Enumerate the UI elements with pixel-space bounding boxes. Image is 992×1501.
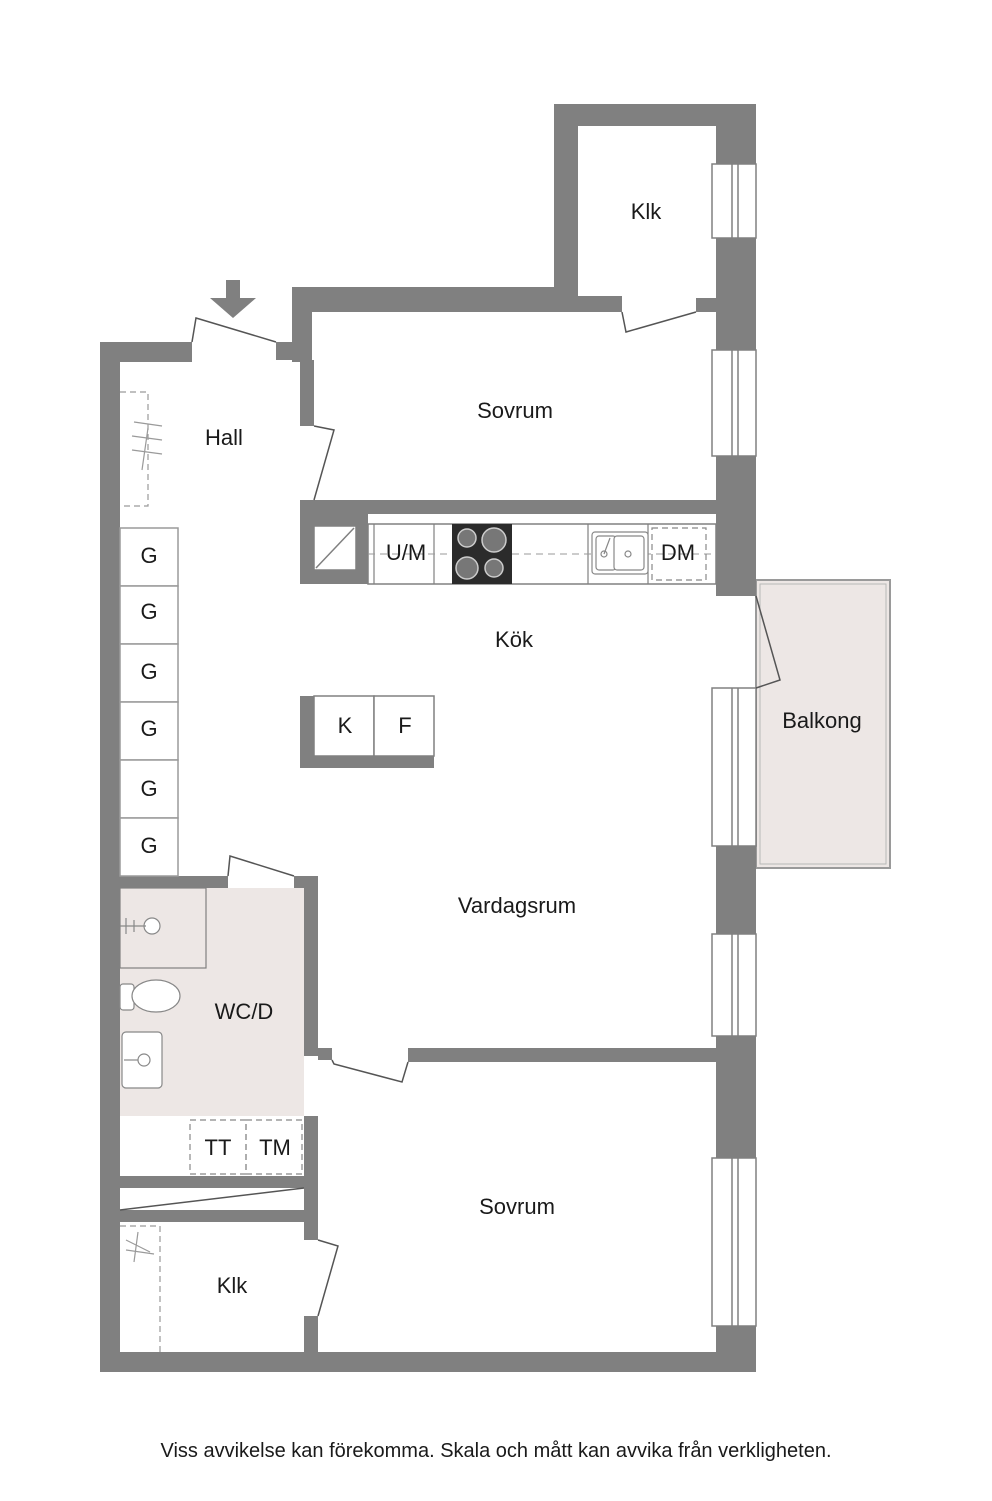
exterior-walls	[100, 104, 756, 1372]
wardrobe-label: G	[140, 833, 157, 858]
entrance-arrow-icon	[210, 280, 256, 318]
washbasin-icon	[121, 1031, 163, 1089]
tumble-dryer-label: TT	[205, 1135, 232, 1160]
room-label-living-room: Vardagsrum	[458, 893, 576, 918]
washer-dryer-label: U/M	[386, 540, 426, 565]
wardrobe-column	[119, 527, 179, 877]
fridge-label: K	[338, 713, 353, 738]
toilet-icon	[119, 979, 181, 1013]
room-label-closet-top: Klk	[631, 199, 663, 224]
laundry-machines	[189, 1119, 303, 1175]
dishwasher-label: DM	[661, 540, 695, 565]
closet-coat-rack	[120, 1225, 161, 1352]
wardrobe-label: G	[140, 659, 157, 684]
balcony-floor	[755, 579, 891, 869]
fridge-freezer	[313, 695, 435, 757]
wardrobe-label: G	[140, 716, 157, 741]
bathroom-fixtures	[119, 887, 207, 1089]
wardrobe-label: G	[140, 599, 157, 624]
sink-icon	[591, 531, 649, 575]
windows	[711, 163, 757, 1327]
room-label-hall: Hall	[205, 425, 243, 450]
room-label-kitchen: Kök	[495, 627, 534, 652]
interior-walls	[120, 296, 716, 1352]
room-label-bathroom: WC/D	[215, 999, 274, 1024]
room-label-balcony: Balkong	[782, 708, 862, 733]
stove-icon	[452, 524, 512, 584]
room-label-bedroom-top: Sovrum	[477, 398, 553, 423]
disclaimer-text: Viss avvikelse kan förekomma. Skala och …	[160, 1440, 832, 1462]
freezer-label: F	[398, 713, 411, 738]
room-label-closet-bottom: Klk	[217, 1273, 249, 1298]
hall-coat-rack	[120, 391, 163, 507]
kitchen-counter	[367, 523, 717, 585]
room-label-bedroom-bottom: Sovrum	[479, 1194, 555, 1219]
washing-machine-label: TM	[259, 1135, 291, 1160]
wardrobe-label: G	[140, 776, 157, 801]
wardrobe-label: G	[140, 543, 157, 568]
doors	[119, 311, 781, 1317]
